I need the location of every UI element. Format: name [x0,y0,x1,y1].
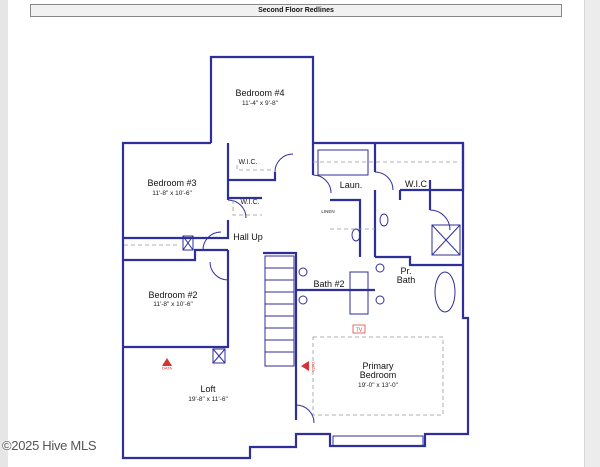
hall-label: Hall Up [233,232,263,242]
primary-bedroom-label-2: Bedroom [360,370,397,380]
tv-marker: TV [352,324,366,334]
wic-label: W.I.C. [240,199,259,206]
linen-label: LINEN [321,209,334,214]
loft-label: Loft [200,384,216,394]
bedroom3-label: Bedroom #3 [147,178,196,188]
page-title: Second Floor Redlines [30,4,562,17]
primary-bedroom-label: Primary [363,361,394,371]
data-outlet-marker: DATA [301,361,316,372]
bedroom2-dims: 11'-8" x 10'-6" [153,301,193,308]
svg-text:DATA: DATA [311,362,316,372]
laundry-label: Laun. [340,180,363,190]
copyright-watermark: ©2025 Hive MLS [2,438,97,453]
primary-bath-label-2: Bath [397,275,416,285]
staircase [264,255,295,367]
outer-walls [121,141,470,460]
data-outlet-marker: DATA [162,358,172,371]
svg-text:TV: TV [356,328,363,334]
bedroom4-walls [209,55,315,143]
bedroom2-label: Bedroom #2 [148,290,197,300]
interior-walls [123,143,465,420]
primary-bedroom-dims: 19'-0" x 13'-0" [358,382,399,389]
bedroom4-dims: 11'-4" x 9'-8" [242,100,279,107]
svg-text:DATA: DATA [162,366,172,371]
bath2-label: Bath #2 [313,279,344,289]
primary-bath-label: Pr. [400,266,411,276]
bedroom3-dims: 11'-8" x 10'-6" [152,190,192,197]
shelving-lines [124,161,460,246]
tray-ceiling-outline [312,336,444,416]
scrollbar-strip [584,0,600,467]
fixtures [182,149,461,447]
door-swings [202,153,451,424]
wic-label: W.I.C. [238,159,257,166]
loft-dims: 19'-8" x 11'-6" [188,396,228,403]
wic-label: W.I.C [405,179,427,189]
bedroom4-label: Bedroom #4 [235,88,284,98]
